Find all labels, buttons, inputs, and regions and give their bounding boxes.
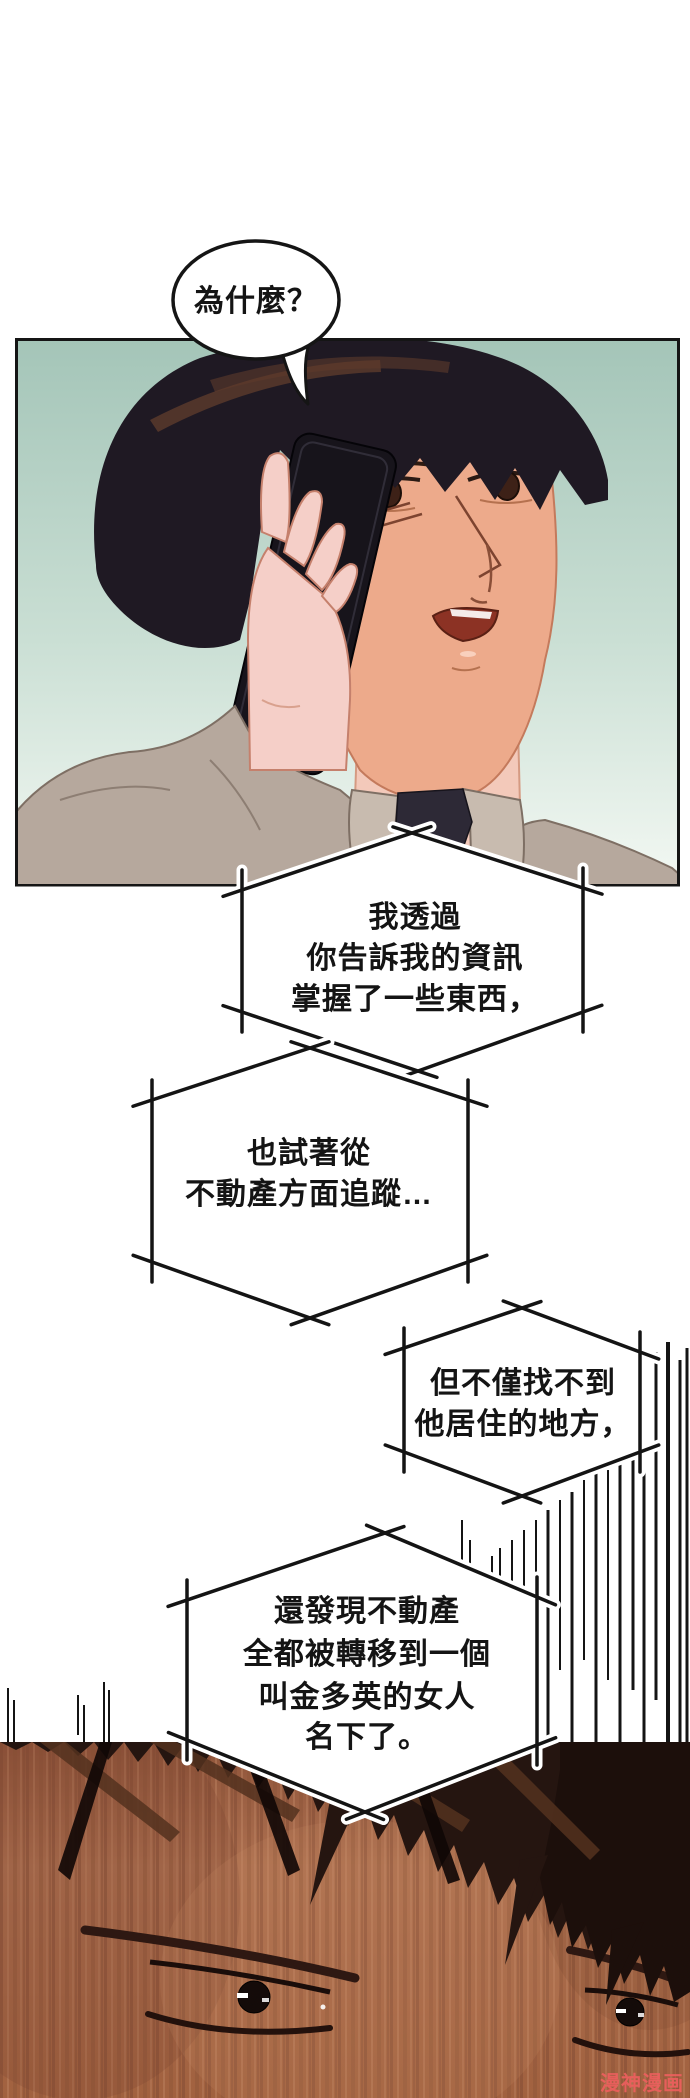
hex3-line-1: 但不僅找不到: [430, 1367, 616, 1400]
bubble-fill: [404, 1308, 640, 1496]
eye-right: [572, 1987, 690, 2058]
bubble-edge: [221, 824, 433, 899]
bubble-edge: [391, 825, 604, 896]
bubble-edge: [397, 1003, 604, 1080]
speech-bubble-why: 為什麼？: [171, 239, 341, 406]
finger: [282, 490, 324, 568]
bubble-fill: [242, 833, 583, 1071]
shirt-folds: [59, 759, 261, 831]
bubble-edge: [131, 1253, 331, 1327]
hex1-line-3: 掌握了一些東西，: [291, 983, 539, 1016]
bubble-edge: [364, 1523, 558, 1607]
hexagon-bubble-4-text: 還發現不動產 全都被轉移到一個 叫金多英的女人 名下了。: [242, 1594, 491, 1754]
hexagon-bubble-3: [379, 1295, 665, 1509]
hex1-line-2: 你告訴我的資訊: [306, 941, 524, 975]
hex4-line-1: 還發現不動產: [274, 1594, 460, 1628]
hand: [246, 452, 359, 771]
panel-phone-call: [15, 338, 680, 887]
hex1-line-1: 我透過: [369, 901, 462, 934]
finger: [304, 522, 346, 592]
shadow: [0, 1742, 240, 2098]
sweat-glint: [320, 2004, 326, 2010]
speech-bubble-why-text: 為什麼？: [194, 284, 318, 318]
hex4-line-2: 全都被轉移到一個: [242, 1637, 491, 1671]
hair: [94, 341, 608, 648]
hex4-line-3: 叫金多英的女人: [259, 1680, 476, 1714]
bubble-edge: [344, 1735, 558, 1822]
shirt: [18, 704, 677, 884]
bubble-edge: [501, 1299, 661, 1361]
bubble-edge: [166, 1730, 386, 1822]
hex2-line-2: 不動產方面追蹤…: [185, 1177, 433, 1211]
bubble-fill: [187, 1533, 537, 1812]
bubble-edge: [289, 1039, 489, 1109]
bubble-edge: [166, 1524, 406, 1609]
bubble-edge: [289, 1253, 489, 1327]
hexagon-bubble-1-text: 我透過 你告訴我的資訊 掌握了一些東西，: [291, 901, 539, 1016]
watermark-text: 漫神漫画: [600, 2071, 684, 2095]
speech-bubble-tail: [278, 343, 310, 406]
eye-left: [145, 1959, 333, 2035]
chin-crease: [451, 666, 481, 672]
hex4-line-4: 名下了。: [305, 1721, 429, 1754]
hex3-line-2: 他居住的地方，: [414, 1407, 632, 1441]
worry-line: [454, 495, 502, 579]
speech-bubble-ellipse: [171, 239, 341, 361]
hexagon-bubble-2-text: 也試著從 不動產方面追蹤…: [185, 1136, 433, 1211]
mouth-open: [431, 607, 500, 657]
hexagon-bubble-3-text: 但不僅找不到 他居住的地方，: [414, 1367, 632, 1441]
nose: [470, 544, 493, 604]
highlight: [160, 1820, 560, 2098]
bubble-edge: [131, 1039, 331, 1109]
bubble-edge: [383, 1443, 543, 1505]
hex2-line-1: 也試著從: [247, 1136, 371, 1170]
finger: [260, 452, 291, 544]
hexagon-bubble-4: [162, 1519, 562, 1825]
bubble-edge: [501, 1443, 661, 1505]
hexagon-bubble-2: [127, 1036, 493, 1331]
hair-highlight: [210, 356, 450, 392]
bubble-edge: [383, 1299, 543, 1357]
bubble-fill: [152, 1048, 468, 1318]
finger: [320, 562, 359, 614]
eyebrow-left: [80, 1925, 360, 1983]
